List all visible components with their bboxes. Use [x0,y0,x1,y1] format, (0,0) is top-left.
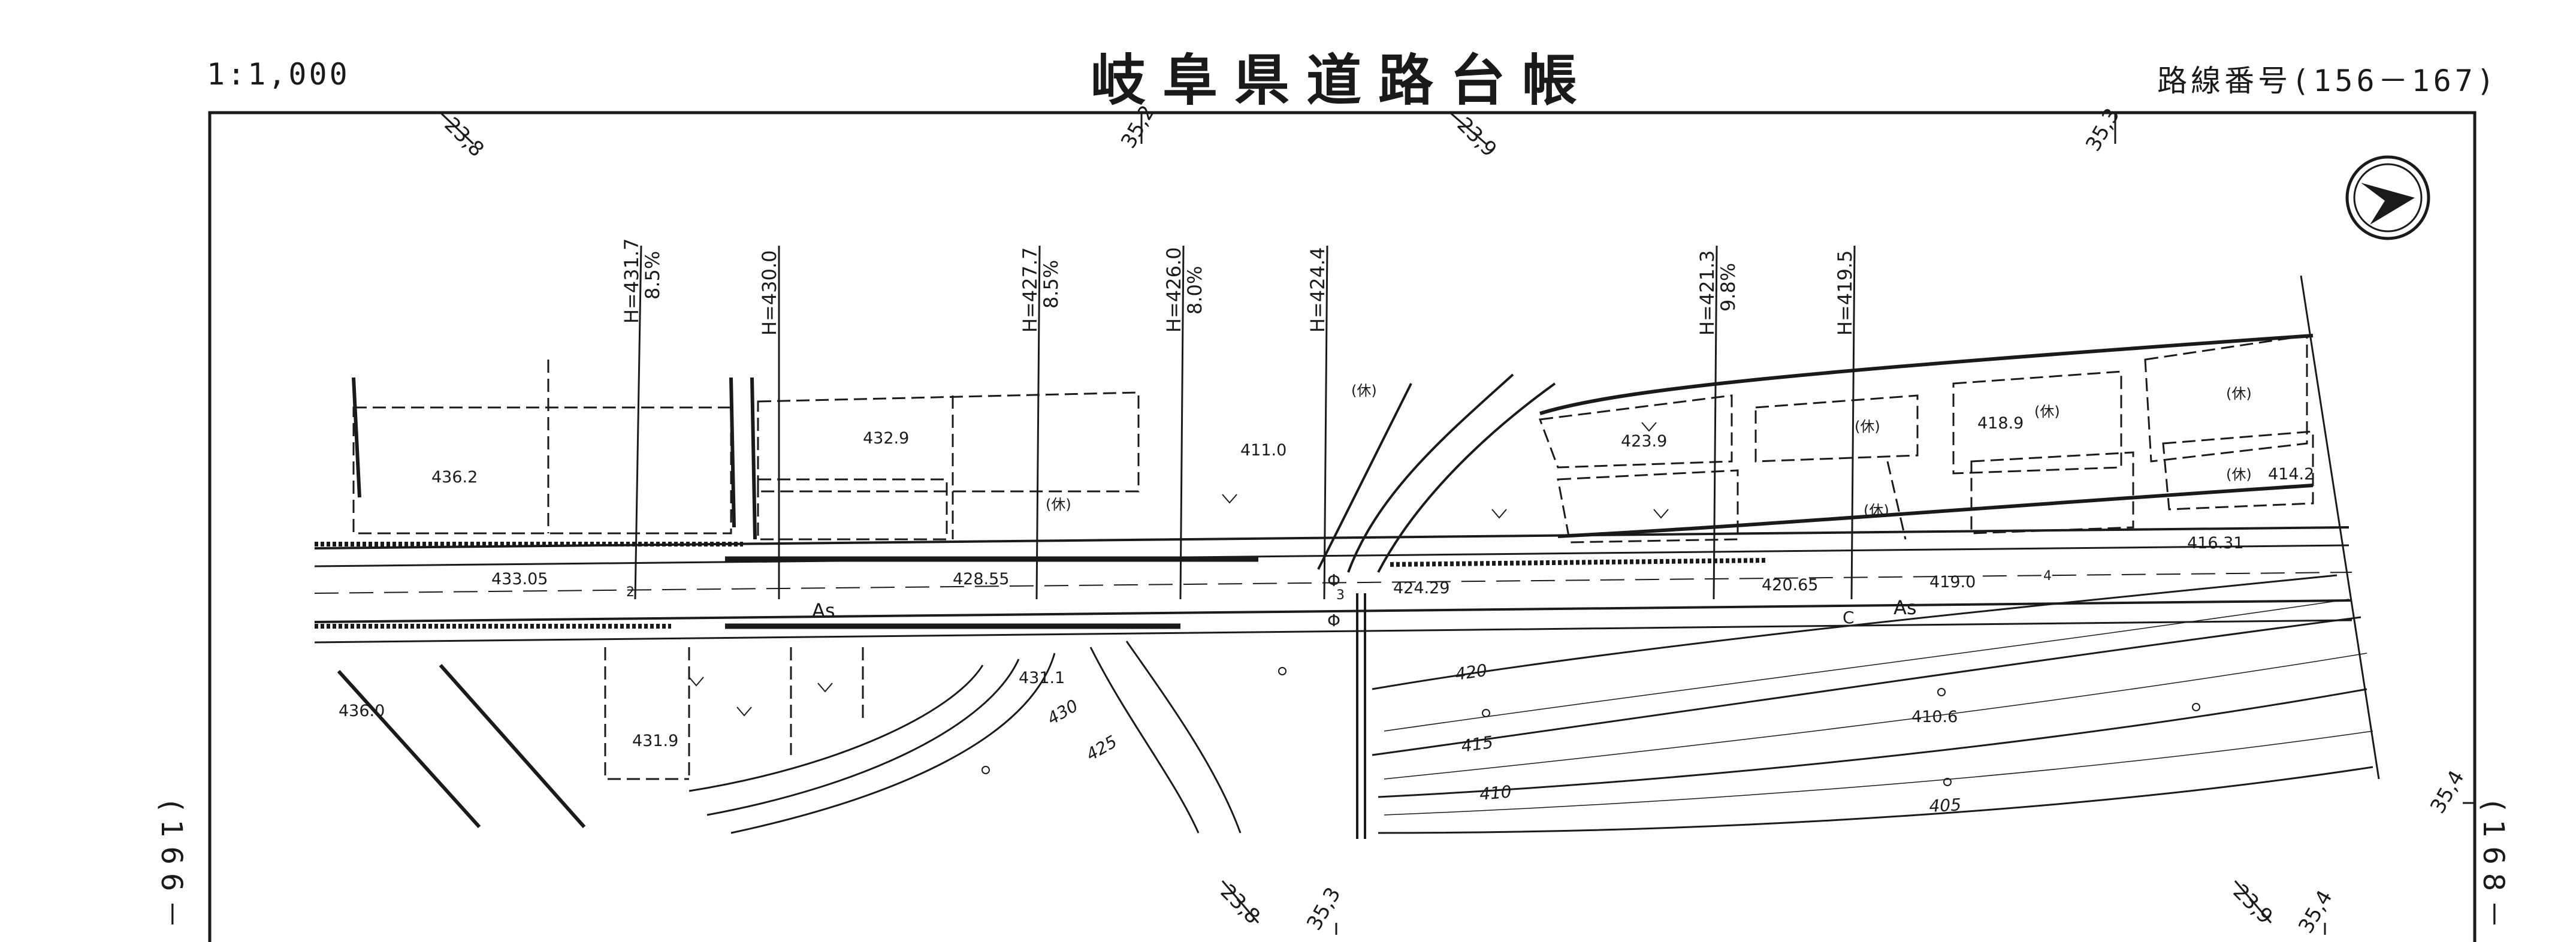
valve-symbol: Φ [1327,570,1340,590]
contour-lines [688,275,2380,834]
height-label: H=421.3 [1696,250,1719,336]
spot-elevation: 418.9 [1977,414,2024,433]
spot-elevation: 410.6 [1911,708,1958,726]
scale-label: 1:1,000 [207,57,350,92]
height-label: H=424.4 [1306,247,1329,333]
height-label: H=431.7 [620,238,643,324]
north-arrow-icon [2345,155,2430,240]
land-use-label: (休) [2034,403,2060,420]
spot-elevation: 423.9 [1621,432,1667,451]
map-frame [208,111,2477,942]
station-number: 3 [1336,588,1345,603]
land-use-label: (休) [1046,496,1071,513]
spot-elevation: 419.0 [1929,573,1976,591]
land-use-labels: (休) (休) (休) (休) (休) (休) (休) [1046,382,2252,519]
spot-elevation: 414.2 [2268,465,2314,484]
height-markers [634,245,1856,600]
spot-elevation: 436.0 [339,702,385,720]
spot-elevations: 436.2 432.9 411.0 423.9 418.9 414.2 433.… [339,414,2314,750]
contour-label: 405 [1929,795,1962,816]
road [314,526,2352,839]
contour-label: 420 [1454,660,1488,684]
spot-elevation: 411.0 [1240,441,1287,460]
valve-symbol: Φ [1327,611,1340,630]
station-number: 4 [2043,569,2052,584]
contour-label: 410 [1479,781,1512,804]
retaining-walls [337,334,2314,829]
grade-label: 9.8% [1717,263,1740,312]
height-label: H=430.0 [758,250,781,336]
sheet-ref-left: (166－ [155,800,188,937]
spot-elevation: 432.9 [863,429,909,448]
contour-label: 430 [1044,696,1082,729]
land-use-label: (休) [1864,502,1889,519]
map-title: 岐阜県道路台帳 [1091,49,1594,113]
height-label: H=419.5 [1834,250,1856,336]
parcels-south [604,647,864,780]
road-surface-label: As [1894,596,1917,619]
height-label: H=427.7 [1019,247,1041,333]
centerline-marker: C [1843,608,1855,627]
spot-elevation: 431.9 [632,732,678,750]
side-road [1317,373,1556,573]
grid-tick-label: 35,4 [2426,766,2469,818]
grid-tick-label: 35,4 [2294,886,2337,938]
contour-label: 425 [1083,732,1121,765]
spot-elevation: 424.29 [1393,579,1449,597]
road-surface-label: As [812,599,835,622]
height-label: H=426.0 [1162,247,1185,333]
land-use-label: (休) [2226,385,2252,402]
grid-ticks [439,111,2475,935]
spot-elevation: 420.65 [1762,576,1818,594]
grid-tick-label: 35,2 [1116,101,1159,153]
contour-label: 415 [1460,732,1494,756]
land-use-label: (休) [1855,418,1880,435]
spot-elevation: 436.2 [431,468,478,487]
vegetation-marks [688,422,2200,786]
spot-elevation: 416.31 [2187,534,2243,552]
sheet-ref-right: (168－ [2477,800,2510,937]
land-use-label: (休) [2226,466,2252,483]
station-number: 2 [626,585,635,600]
parcels-north [352,334,2314,544]
spot-elevation: 431.1 [1019,669,1065,687]
grid-tick-label: 35,3 [1302,883,1345,935]
land-use-label: (休) [1351,382,1377,399]
spot-elevation: 433.05 [491,570,548,588]
contour-labels: 430 425 420 415 410 405 [1044,660,1962,816]
grade-label: 8.5% [641,251,664,300]
grade-label: 8.5% [1040,260,1062,309]
grade-label: 8.0% [1183,266,1206,315]
route-number: 路線番号(156－167) [2157,64,2498,98]
spot-elevation: 428.55 [953,570,1009,588]
